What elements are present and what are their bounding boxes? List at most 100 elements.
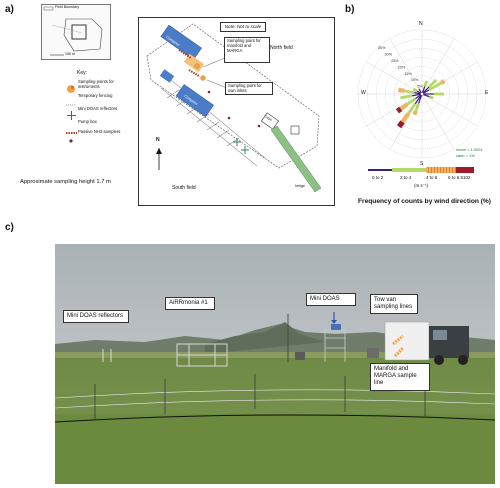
legend-bin-0: 0 to 2: [372, 175, 384, 180]
vehicle-wheel-2: [458, 355, 468, 365]
key-item-pump-box: Pump box: [78, 119, 97, 124]
foreground-grass: [55, 414, 495, 484]
photo-label-mini-doas: Mini DOAS: [306, 293, 356, 307]
rose-petal-segment: [412, 87, 418, 93]
rose-petal-segment: [399, 102, 409, 111]
inset-road: [51, 24, 83, 34]
rose-petal-segment: [414, 93, 423, 105]
rose-spoke: [389, 93, 423, 150]
field-boundary-inset: Field Boundary 100 m: [41, 4, 111, 60]
photo-label-mini-doas-reflectors: Mini DOAS reflectors: [63, 310, 129, 324]
foreground-fence: [55, 414, 495, 423]
north-symbol-label: N: [156, 137, 160, 143]
photo-scene: [55, 244, 495, 484]
south-field-label: South field: [172, 185, 196, 191]
sampling-point-marker-2: [200, 75, 206, 81]
panel-label-a: a): [5, 4, 14, 15]
sampling-point-marker: [194, 63, 200, 69]
rose-center: [420, 92, 424, 96]
rose-ring-label: 35%: [378, 46, 386, 50]
inset-field-outline: [63, 18, 103, 52]
inset-map: [43, 6, 103, 56]
compass-n-label: N: [419, 21, 423, 27]
manifold-callout: Sampling point for manifold and MARGA: [224, 37, 270, 63]
wind-rose: 5%10%15%20%25%30%35% N E S W mean = 1.00…: [352, 18, 498, 218]
fence-wire-2: [55, 399, 495, 409]
sampling-height-note: Approximate sampling height 1.7 m: [20, 179, 111, 185]
wind-rose-title: Frequency of counts by wind direction (%…: [358, 198, 491, 205]
container-bottom-shape: [175, 84, 214, 117]
scaffold-tower: [324, 329, 346, 362]
rose-spoke: [421, 38, 455, 95]
photo-label-tow-van: Tow van sampling lines: [370, 294, 418, 315]
equipment-box: [367, 348, 379, 358]
rose-petal-segment: [428, 81, 442, 92]
rose-petal-segment: [404, 89, 415, 94]
inset-scale-label: 100 m: [65, 52, 75, 56]
callout-line-manifold: [202, 57, 226, 68]
cabin-shape: [260, 112, 280, 130]
orange-sample-lines: [392, 334, 405, 358]
sampling-area-shape: [183, 53, 205, 73]
reflector-posts: [102, 349, 112, 362]
rose-spoke: [389, 38, 423, 95]
calm-text: calm = 1%: [456, 153, 475, 158]
rose-petal-segment: [412, 110, 418, 116]
legend-swatch-1: [392, 168, 426, 172]
rose-petal-segment: [397, 87, 405, 93]
rose-petal-segment: [395, 106, 403, 114]
fence-wire: [55, 389, 495, 399]
rose-ring-label: 5%: [417, 85, 423, 89]
hedge-shape: [270, 125, 322, 193]
site-map: Note: Not to scale North field South fie…: [138, 17, 335, 206]
key-title: Key:: [77, 70, 88, 76]
container-top-shape: [160, 24, 202, 60]
callout-line-inlets: [206, 79, 228, 89]
compass-e-label: E: [485, 90, 489, 96]
vehicle-wheel: [434, 355, 444, 365]
far-field-strip: [55, 352, 495, 358]
photo-label-airrmonia: AiRRmonia #1: [165, 297, 215, 311]
rose-spoke: [366, 61, 423, 95]
temporary-fencing-icon: [66, 95, 76, 113]
inlets-callout: Sampling point for own inlets: [225, 82, 273, 95]
key-item-sampling-points: Sampling points for instruments: [78, 79, 114, 89]
airrmonia-frame: [176, 343, 228, 367]
rose-petal-segment: [406, 97, 417, 106]
site-photograph: Mini DOAS reflectors AiRRmonia #1 Mini D…: [55, 244, 495, 484]
rose-petal-segment: [440, 79, 446, 85]
pump-box-marker-2: [188, 69, 200, 77]
inset-legend-label: Field Boundary: [55, 5, 80, 9]
panel-label-b: b): [345, 4, 355, 15]
reflector-icon: [67, 107, 76, 125]
equipment-box-2: [295, 352, 305, 360]
reflector-markers: [233, 138, 249, 154]
inset-site-box: [71, 24, 87, 40]
passive-sampler-markers: [207, 90, 261, 128]
compass-s-label: S: [420, 161, 424, 167]
small-box-shape: [290, 125, 300, 135]
rose-petal-segment: [423, 80, 429, 87]
inset-legend-swatch: [43, 6, 54, 11]
legend-bin-3: 6 to 6.5102: [448, 175, 471, 180]
mini-doas-device: [331, 324, 341, 330]
tow-van: [384, 321, 430, 361]
vehicle-window: [433, 330, 447, 340]
wind-rose-svg: 5%10%15%20%25%30%35%: [357, 29, 487, 159]
rose-petal-segment: [429, 95, 434, 100]
compass-w-label: W: [361, 90, 366, 96]
passive-sampler-icon: [68, 131, 74, 149]
speed-legend-bar: [368, 167, 486, 173]
rose-petal-segment: [396, 120, 405, 129]
mini-doas-arrowhead: [331, 320, 337, 324]
rose-ring-label: 15%: [404, 72, 412, 76]
rose-petal-segment: [428, 78, 438, 88]
not-to-scale-note: Note: Not to scale: [220, 22, 266, 32]
hedge-label: hedge: [295, 184, 305, 188]
legend-bin-1: 2 to 4: [400, 175, 412, 180]
rose-petal-segment: [407, 103, 417, 115]
rose-spoke: [421, 93, 455, 150]
north-field-label: North field: [270, 45, 293, 51]
hill-peak: [205, 322, 325, 354]
key-item-mini-doas-reflectors: Mini DOAS reflectors: [78, 106, 118, 111]
